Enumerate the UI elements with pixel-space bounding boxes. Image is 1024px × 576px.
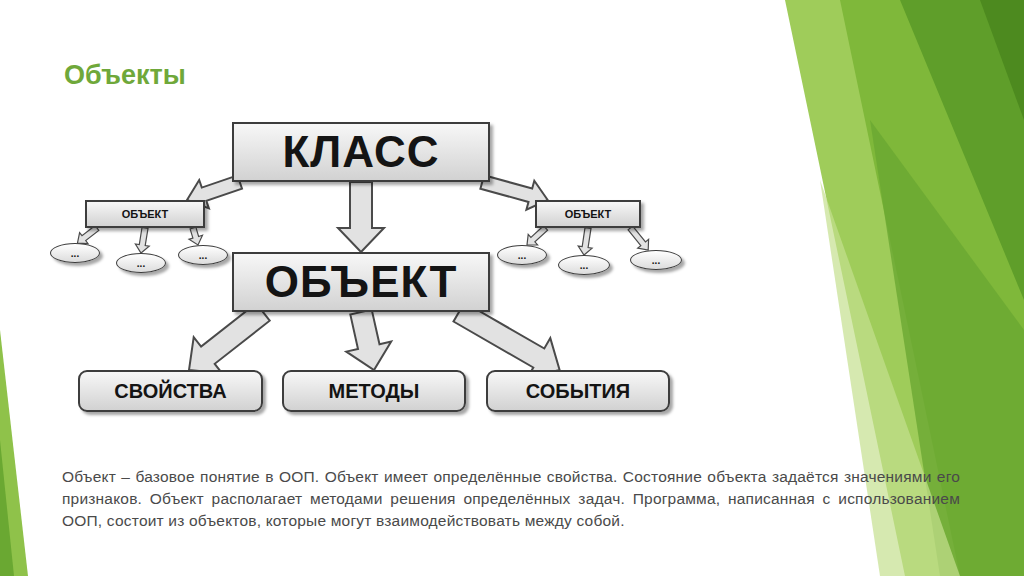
green-band (980, 0, 1024, 120)
box-label: ОБЪЕКТ (122, 208, 169, 220)
box-label: ОБЪЕКТ (565, 208, 612, 220)
instance-oval: ... (178, 245, 228, 265)
block-arrow (527, 226, 548, 245)
slide-title: Объекты (64, 60, 186, 91)
object-box: ОБЪЕКТ (535, 200, 641, 228)
green-band (785, 0, 1024, 576)
box-label: ОБЪЕКТ (265, 257, 458, 307)
member-box: СОБЫТИЯ (486, 370, 670, 412)
box-label: ... (518, 250, 526, 261)
block-arrow (346, 310, 391, 370)
main-box: ОБЪЕКТ (232, 252, 490, 312)
instance-oval: ... (558, 255, 610, 275)
block-arrow (578, 228, 592, 255)
block-arrow (189, 227, 203, 245)
green-band (820, 180, 960, 576)
member-box: СВОЙСТВА (78, 370, 263, 412)
box-label: СВОЙСТВА (114, 380, 226, 403)
main-box: КЛАСС (232, 122, 490, 182)
green-corner (0, 440, 14, 576)
box-label: СОБЫТИЯ (526, 380, 630, 403)
box-label: ... (137, 258, 145, 269)
green-corner (0, 330, 28, 576)
box-label: ... (199, 250, 207, 261)
box-label: ... (71, 248, 79, 259)
block-arrow (135, 228, 149, 254)
block-arrow (628, 226, 649, 250)
box-label: ... (580, 260, 588, 271)
instance-oval: ... (50, 243, 100, 263)
box-label: МЕТОДЫ (329, 380, 420, 403)
block-arrow (78, 226, 99, 244)
box-label: ... (652, 255, 660, 266)
block-arrow (454, 303, 560, 378)
instance-oval: ... (116, 253, 166, 273)
instance-oval: ... (630, 250, 682, 270)
object-box: ОБЪЕКТ (85, 200, 205, 228)
member-box: МЕТОДЫ (282, 370, 466, 412)
instance-oval: ... (497, 245, 547, 265)
caption-text: Объект – базовое понятие в ООП. Объект и… (62, 466, 960, 532)
box-label: КЛАСС (283, 127, 440, 177)
block-arrow (338, 182, 384, 252)
block-arrow (189, 303, 270, 373)
